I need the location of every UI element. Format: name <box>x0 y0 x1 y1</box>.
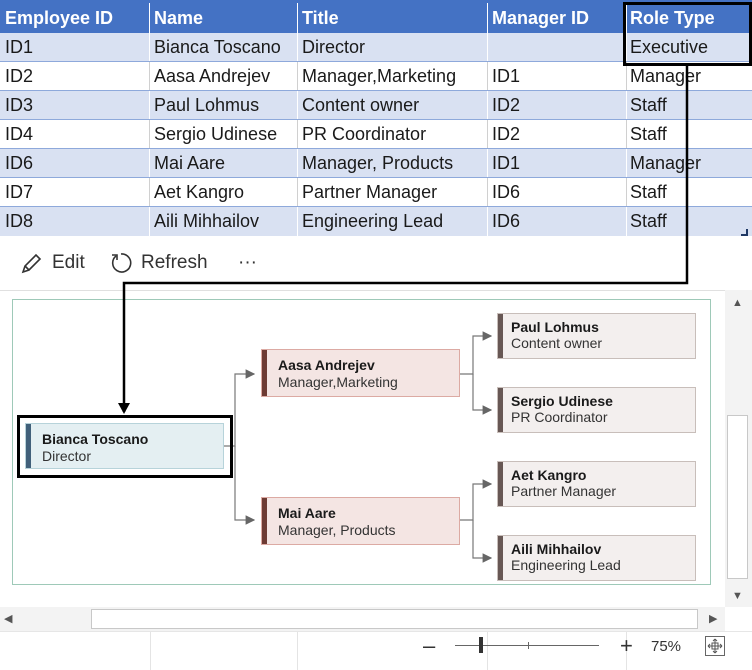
cell-employee-id[interactable]: ID2 <box>5 66 34 86</box>
node-title: Partner Manager <box>511 483 617 499</box>
scroll-up-icon[interactable]: ▲ <box>732 297 743 309</box>
status-bar <box>0 631 752 670</box>
visual-toolbar: Edit Refresh ··· <box>0 236 752 290</box>
vertical-scroll-thumb[interactable] <box>727 415 748 579</box>
table-top-border <box>0 0 752 3</box>
refresh-icon <box>109 251 133 275</box>
cell-name[interactable]: Aasa Andrejev <box>154 66 271 86</box>
org-node-staff[interactable]: Aet Kangro Partner Manager <box>497 461 696 507</box>
cell-name[interactable]: Aili Mihhailov <box>154 211 260 231</box>
node-title: Engineering Lead <box>511 557 621 573</box>
column-header-role-type[interactable]: Role Type <box>630 8 715 28</box>
cell-title[interactable]: Engineering Lead <box>302 211 444 231</box>
pencil-icon <box>20 251 44 275</box>
cell-role-type[interactable]: Staff <box>630 211 667 231</box>
cell-employee-id[interactable]: ID8 <box>5 211 34 231</box>
column-header-name[interactable]: Name <box>154 8 204 28</box>
more-options-button[interactable]: ··· <box>238 248 257 278</box>
fit-to-window-icon <box>707 638 723 654</box>
cell-role-type[interactable]: Staff <box>630 182 667 202</box>
table-row[interactable]: ID8 Aili Mihhailov Engineering Lead ID6 … <box>0 207 752 236</box>
zoom-level: 75% <box>651 638 682 655</box>
cell-employee-id[interactable]: ID7 <box>5 182 34 202</box>
cell-employee-id[interactable]: ID6 <box>5 153 34 173</box>
cell-title[interactable]: PR Coordinator <box>302 124 427 144</box>
cell-role-type[interactable]: Executive <box>630 37 709 57</box>
cell-manager-id[interactable]: ID2 <box>492 95 521 115</box>
cell-role-type[interactable]: Manager <box>630 66 702 86</box>
node-name: Sergio Udinese <box>511 393 613 409</box>
zoom-slider[interactable] <box>455 645 599 646</box>
node-title: Content owner <box>511 335 603 351</box>
zoom-slider-center-tick <box>528 642 529 649</box>
node-name: Aet Kangro <box>511 467 587 483</box>
cell-manager-id[interactable]: ID6 <box>492 182 521 202</box>
node-title: Director <box>42 448 92 464</box>
org-node-staff[interactable]: Paul Lohmus Content owner <box>497 313 696 359</box>
cell-name[interactable]: Sergio Udinese <box>154 124 278 144</box>
table-row[interactable]: ID6 Mai Aare Manager, Products ID1 Manag… <box>0 149 752 178</box>
fit-to-window-button[interactable] <box>705 636 725 656</box>
edit-button[interactable]: Edit <box>20 248 85 278</box>
refresh-label: Refresh <box>141 252 208 273</box>
table-resize-handle[interactable] <box>741 229 748 236</box>
column-header-title[interactable]: Title <box>302 8 339 28</box>
node-name: Aasa Andrejev <box>278 357 375 373</box>
node-title: Manager,Marketing <box>278 374 398 390</box>
edit-label: Edit <box>52 252 85 273</box>
role-type-callout <box>623 2 752 66</box>
cell-manager-id[interactable]: ID6 <box>492 211 521 231</box>
cell-employee-id[interactable]: ID3 <box>5 95 34 115</box>
org-node-staff[interactable]: Sergio Udinese PR Coordinator <box>497 387 696 433</box>
node-name: Aili Mihhailov <box>511 541 602 557</box>
more-icon: ··· <box>238 252 257 273</box>
cell-manager-id[interactable]: ID1 <box>492 66 521 86</box>
cell-role-type[interactable]: Staff <box>630 124 667 144</box>
org-node-staff[interactable]: Aili Mihhailov Engineering Lead <box>497 535 696 581</box>
cell-title[interactable]: Manager,Marketing <box>302 66 457 86</box>
cell-employee-id[interactable]: ID1 <box>5 37 34 57</box>
scroll-down-icon[interactable]: ▼ <box>732 590 743 602</box>
horizontal-scroll-thumb[interactable] <box>91 609 698 629</box>
column-header-manager-id[interactable]: Manager ID <box>492 8 590 28</box>
cell-role-type[interactable]: Manager <box>630 153 702 173</box>
cell-name[interactable]: Bianca Toscano <box>154 37 281 57</box>
node-title: PR Coordinator <box>511 409 608 425</box>
node-title: Manager, Products <box>278 522 396 538</box>
cell-role-type[interactable]: Staff <box>630 95 667 115</box>
zoom-in-button[interactable]: + <box>620 633 633 658</box>
cell-title[interactable]: Director <box>302 37 366 57</box>
org-node-root[interactable]: Bianca Toscano Director <box>25 423 224 469</box>
org-node-manager[interactable]: Mai Aare Manager, Products <box>261 497 460 545</box>
cell-title[interactable]: Partner Manager <box>302 182 438 202</box>
cell-title[interactable]: Manager, Products <box>302 153 454 173</box>
table-row[interactable]: ID7 Aet Kangro Partner Manager ID6 Staff <box>0 178 752 207</box>
cell-title[interactable]: Content owner <box>302 95 420 115</box>
zoom-slider-thumb[interactable] <box>479 637 483 653</box>
node-name: Paul Lohmus <box>511 319 599 335</box>
scroll-left-icon[interactable]: ◀ <box>4 613 13 625</box>
cell-manager-id[interactable]: ID1 <box>492 153 521 173</box>
refresh-button[interactable]: Refresh <box>109 248 208 278</box>
table-header-row: Employee ID Name Title Manager ID Role T… <box>0 3 752 33</box>
table-row[interactable]: ID2 Aasa Andrejev Manager,Marketing ID1 … <box>0 62 752 91</box>
table-row[interactable]: ID3 Paul Lohmus Content owner ID2 Staff <box>0 91 752 120</box>
cell-name[interactable]: Aet Kangro <box>154 182 245 202</box>
column-header-employee-id[interactable]: Employee ID <box>5 8 114 28</box>
cell-manager-id[interactable]: ID2 <box>492 124 521 144</box>
zoom-out-button[interactable]: – <box>423 633 436 658</box>
org-node-manager[interactable]: Aasa Andrejev Manager,Marketing <box>261 349 460 397</box>
root-node-callout <box>17 415 233 478</box>
cell-name[interactable]: Mai Aare <box>154 153 226 173</box>
employee-table: Employee ID Name Title Manager ID Role T… <box>0 0 752 236</box>
cell-employee-id[interactable]: ID4 <box>5 124 34 144</box>
table-row[interactable]: ID1 Bianca Toscano Director Executive <box>0 33 752 62</box>
node-name: Mai Aare <box>278 505 336 521</box>
node-name: Bianca Toscano <box>42 431 149 447</box>
cell-name[interactable]: Paul Lohmus <box>154 95 260 115</box>
table-row[interactable]: ID4 Sergio Udinese PR Coordinator ID2 St… <box>0 120 752 149</box>
scroll-right-icon[interactable]: ▶ <box>709 613 718 625</box>
